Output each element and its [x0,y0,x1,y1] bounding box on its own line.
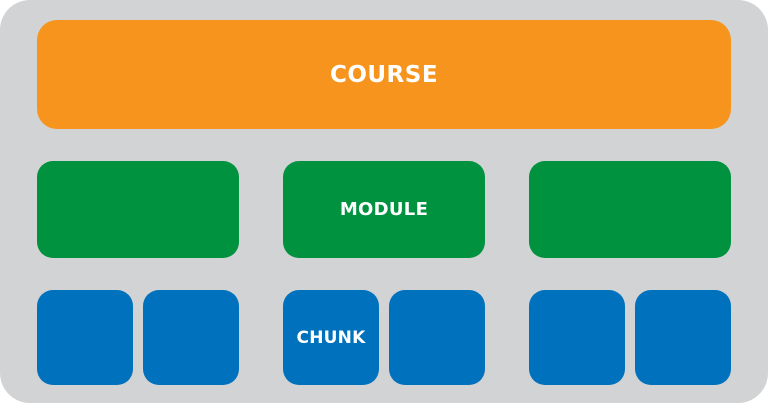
chunk-block-4 [389,290,485,385]
module-block-3 [529,161,731,258]
module-label-2: MODULE [339,199,429,220]
module-block-2: MODULE [283,161,485,258]
course-label: COURSE [329,61,439,88]
chunk-block-6 [635,290,731,385]
module-block-1 [37,161,239,258]
course-block: COURSE [37,20,731,129]
chunk-block-1 [37,290,133,385]
chunk-block-3: CHUNK [283,290,379,385]
chunk-label-3: CHUNK [296,327,366,348]
chunk-block-2 [143,290,239,385]
chunk-block-5 [529,290,625,385]
